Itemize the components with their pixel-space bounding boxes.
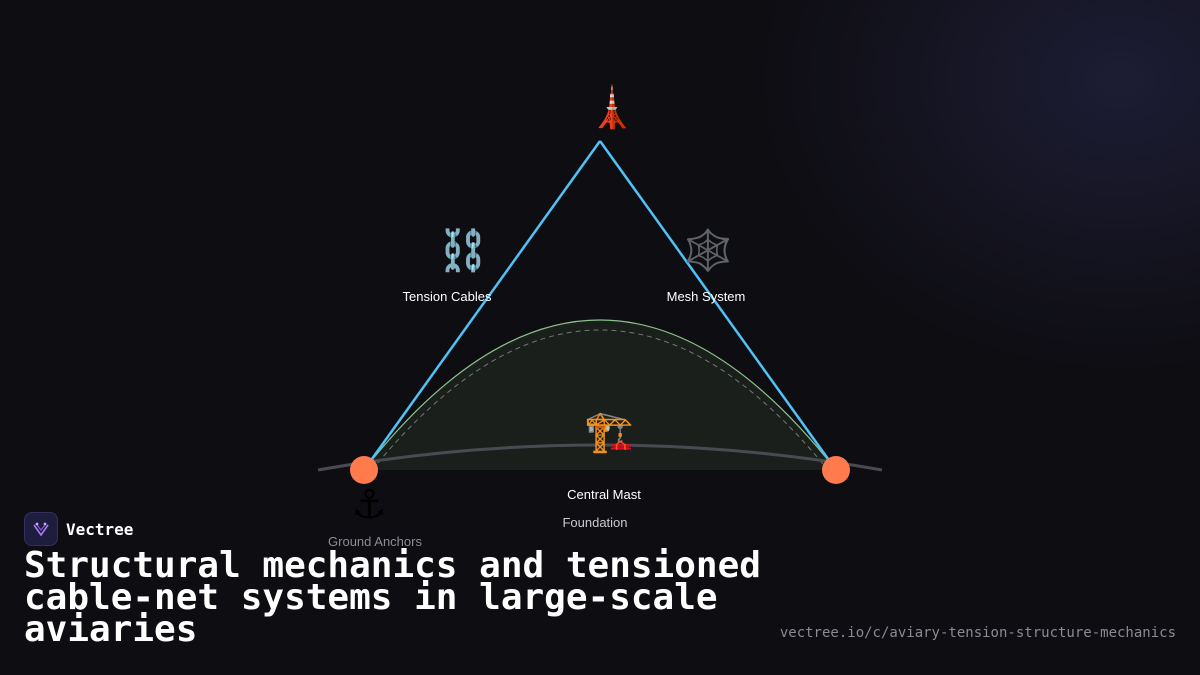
ground-line (317, 443, 883, 472)
ground-anchors-label: Ground Anchors (328, 534, 422, 549)
central-mast-label: Central Mast (567, 487, 641, 502)
vectree-logo-icon (24, 512, 58, 546)
brand-name: Vectree (66, 519, 134, 539)
arch-outline (363, 319, 837, 471)
left-anchor-point (350, 456, 378, 484)
source-url[interactable]: vectree.io/c/aviary-tension-structure-me… (779, 625, 1176, 641)
mesh-system-label: Mesh System (666, 289, 746, 304)
crane-icon: 🏗️ (584, 409, 634, 455)
tower-icon: 🗼 (587, 85, 637, 131)
anchor-icon: ⚓ (351, 482, 387, 528)
page-title: Structural mechanics and tensioned cable… (24, 545, 761, 650)
left-cable (362, 140, 602, 471)
right-anchor-point (822, 456, 850, 484)
brand: Vectree (24, 512, 133, 546)
chain-icon: ⛓️ (438, 228, 488, 274)
arch-inner-dashed (371, 329, 829, 471)
foundation-label: Foundation (562, 515, 628, 530)
spider-web-icon: 🕸️ (683, 228, 733, 274)
right-cable (598, 140, 838, 471)
tension-cables-label: Tension Cables (402, 289, 492, 304)
